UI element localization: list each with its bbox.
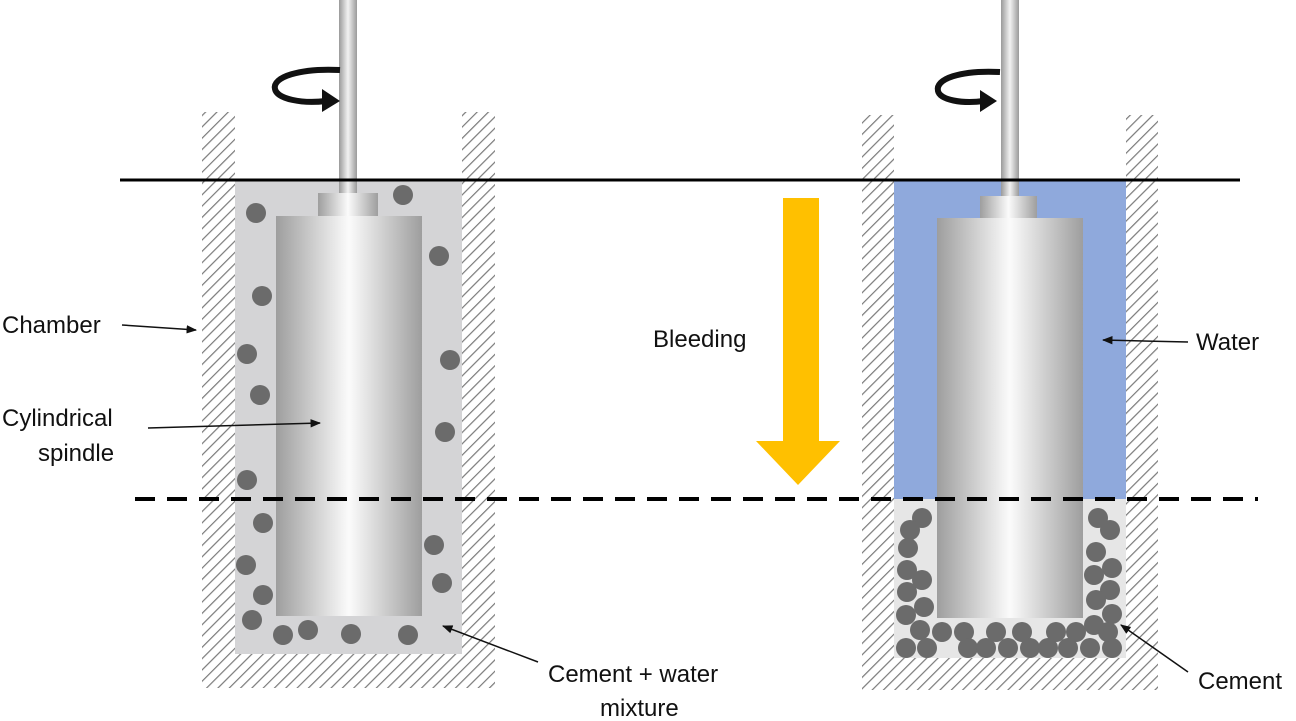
particle (429, 246, 449, 266)
particle (440, 350, 460, 370)
right-spindle-body (937, 218, 1083, 618)
particle (1100, 580, 1120, 600)
particle (1058, 638, 1078, 658)
particle (424, 535, 444, 555)
particle (1102, 638, 1122, 658)
pointer-mixture (442, 625, 539, 663)
left-chamber (202, 0, 495, 688)
particle (910, 620, 930, 640)
left-spindle-body (276, 216, 422, 616)
particle (242, 610, 262, 630)
left-chamber-wall-left (202, 112, 235, 688)
right-chamber-wall-right (1126, 115, 1158, 690)
particle (976, 638, 996, 658)
particle (900, 520, 920, 540)
particle (917, 638, 937, 658)
label-water: Water (1196, 329, 1259, 356)
particle (898, 538, 918, 558)
particle (393, 185, 413, 205)
particle (912, 570, 932, 590)
particle (298, 620, 318, 640)
particle (897, 582, 917, 602)
left-spindle-shaft (339, 0, 357, 193)
label-mixture-line2: mixture (600, 695, 679, 721)
particle (1038, 638, 1058, 658)
label-cement: Cement (1198, 668, 1282, 695)
pointer-water (1101, 336, 1189, 345)
particle (253, 585, 273, 605)
rotation-arrow-icon (934, 68, 1001, 112)
particle (1046, 622, 1066, 642)
label-chamber: Chamber (2, 312, 101, 339)
particle (1066, 622, 1086, 642)
particle (1020, 638, 1040, 658)
particle (1084, 565, 1104, 585)
particle (998, 638, 1018, 658)
particle (1080, 638, 1100, 658)
particle (398, 625, 418, 645)
particle (1012, 622, 1032, 642)
right-chamber-wall-bottom (862, 658, 1158, 690)
particle (237, 470, 257, 490)
down-arrow-icon (756, 198, 840, 485)
particle (986, 622, 1006, 642)
particle (958, 638, 978, 658)
left-spindle-cap (318, 193, 378, 216)
label-mixture-line1: Cement + water (548, 661, 718, 688)
particle (896, 638, 916, 658)
left-chamber-wall-bottom (202, 654, 495, 688)
particle (246, 203, 266, 223)
particle (897, 560, 917, 580)
label-spindle-line2: spindle (38, 440, 114, 467)
particle (236, 555, 256, 575)
particle (435, 422, 455, 442)
label-bleeding: Bleeding (653, 326, 746, 353)
particle (273, 625, 293, 645)
particle (1102, 558, 1122, 578)
particle (1100, 520, 1120, 540)
particle (253, 513, 273, 533)
particle (252, 286, 272, 306)
label-spindle-line1: Cylindrical (2, 405, 113, 432)
right-spindle-shaft (1001, 0, 1019, 196)
particle (914, 597, 934, 617)
particle (932, 622, 952, 642)
particle (1098, 622, 1118, 642)
pointer-cement (1120, 624, 1189, 673)
particle (1086, 590, 1106, 610)
particle (250, 385, 270, 405)
cement-particles (896, 508, 1122, 658)
particle (1102, 604, 1122, 624)
right-chamber (862, 0, 1158, 690)
particle (1086, 542, 1106, 562)
pointer-chamber (121, 324, 198, 334)
right-chamber-wall-left (862, 115, 894, 690)
particle (432, 573, 452, 593)
right-spindle-cap (980, 196, 1037, 218)
particle (341, 624, 361, 644)
particle (954, 622, 974, 642)
rotation-arrow-icon (271, 66, 341, 112)
left-chamber-wall-right (462, 112, 495, 688)
left-particles (236, 185, 460, 645)
particle (896, 605, 916, 625)
particle (237, 344, 257, 364)
pointer-spindle (147, 419, 322, 429)
